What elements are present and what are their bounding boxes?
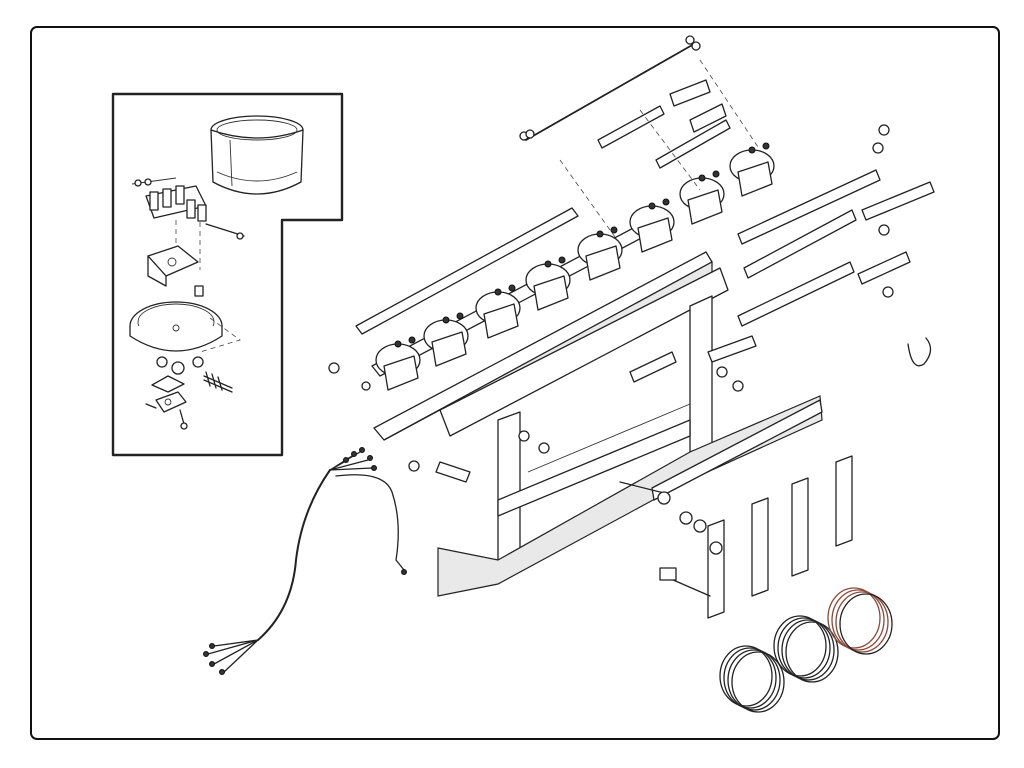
solenoid-4 [525,256,571,311]
resistor-coil-3 [827,587,893,655]
resistor-coil-1 [719,645,785,713]
solenoid-2 [423,312,469,367]
mounting-bracket-part [147,245,204,297]
wire-hook-part [907,337,932,367]
support-frame [437,295,823,597]
solenoid-3 [475,284,521,339]
solenoid-8 [729,142,775,197]
solenoid-7 [679,170,725,225]
solenoid-1 [375,336,421,391]
solenoid-6 [629,198,675,253]
base-plate-part [129,301,241,368]
solenoid-row [375,142,775,391]
top-hardware [519,35,761,245]
battery-cables [629,124,935,383]
inset-panel [111,92,344,457]
dome-cover-part [210,115,304,195]
resistor-brackets [619,399,853,619]
fasteners [328,362,744,555]
terminal-block-part [131,177,245,270]
resistor-coil-2 [773,615,839,683]
wire-harness-part [203,447,407,675]
fuse-holder-part [145,361,233,430]
solenoid-5 [577,226,623,281]
lower-mounting-board [373,251,729,441]
